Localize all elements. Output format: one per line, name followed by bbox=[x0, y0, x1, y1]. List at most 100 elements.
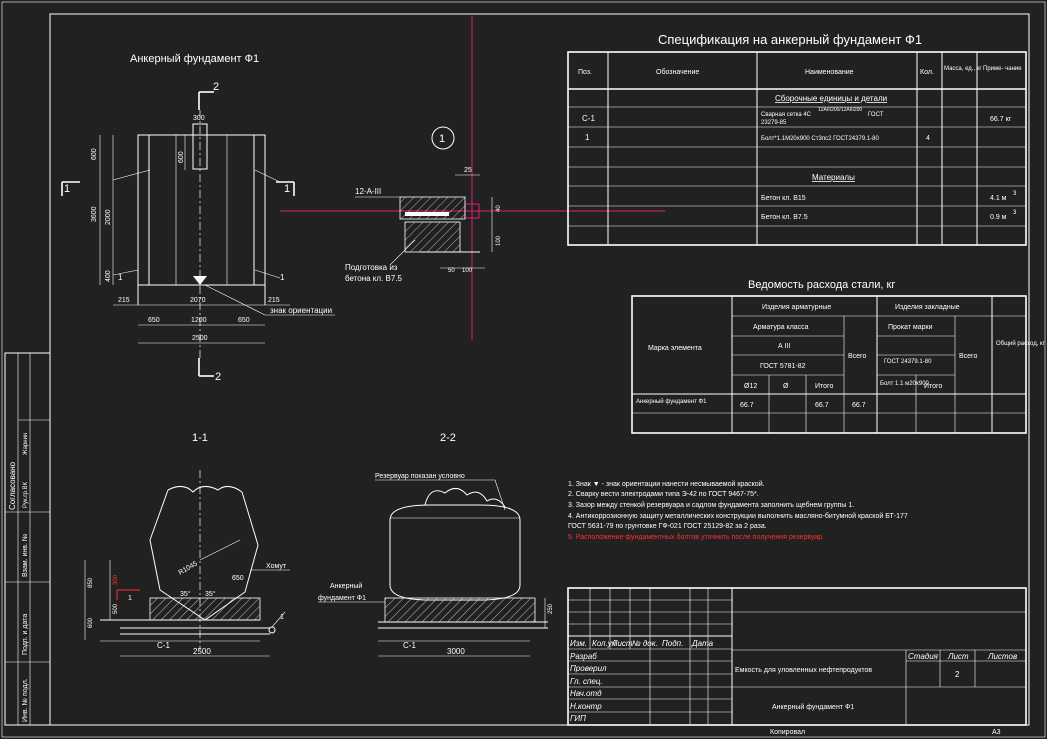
plan-view: 2 2 1 1 1 1 600 2000 bbox=[61, 81, 335, 383]
section-2: Резервуар показан условно Анкерный фунда… bbox=[318, 473, 554, 657]
cad-crosshair[interactable] bbox=[280, 14, 665, 340]
svg-text:215: 215 bbox=[118, 297, 130, 304]
svg-text:1. Знак ▼ - знак ориентации на: 1. Знак ▼ - знак ориентации нанести несм… bbox=[568, 480, 765, 488]
orientation-note: знак ориентации bbox=[270, 306, 332, 315]
svg-text:фундамент Ф1: фундамент Ф1 bbox=[318, 595, 366, 602]
plan-callout-1a: 1 bbox=[118, 273, 123, 282]
svg-text:100: 100 bbox=[462, 268, 473, 274]
section-1-label: 1-1 bbox=[192, 432, 208, 444]
svg-text:35°: 35° bbox=[205, 590, 216, 598]
svg-text:300: 300 bbox=[113, 574, 119, 585]
svg-text:400: 400 bbox=[105, 270, 112, 282]
svg-text:3600: 3600 bbox=[91, 206, 98, 222]
steel-table: Марка элемента Изделия арматурные Издели… bbox=[631, 295, 1046, 434]
svg-text:Резервуар показан условно: Резервуар показан условно bbox=[375, 473, 465, 480]
svg-text:215: 215 bbox=[268, 297, 280, 304]
svg-text:Жарнин: Жарнин bbox=[23, 433, 29, 455]
svg-text:650: 650 bbox=[238, 317, 250, 324]
svg-text:Лист: Лист bbox=[947, 652, 969, 661]
svg-text:1: 1 bbox=[280, 614, 284, 621]
section-mark-bottom: 2 bbox=[215, 371, 221, 383]
svg-text:Ø12: Ø12 bbox=[744, 383, 757, 390]
svg-text:Подп. и дата: Подп. и дата bbox=[22, 614, 29, 655]
svg-text:1200: 1200 bbox=[191, 317, 207, 324]
svg-text:Общий расход, кг: Общий расход, кг bbox=[996, 340, 1046, 347]
svg-text:Поз.: Поз. bbox=[578, 69, 592, 76]
section-2-label: 2-2 bbox=[440, 432, 456, 444]
svg-text:12AIII200/12AIII200: 12AIII200/12AIII200 bbox=[818, 107, 862, 113]
svg-text:Изделия арматурные: Изделия арматурные bbox=[762, 304, 831, 311]
svg-text:Изделия закладные: Изделия закладные bbox=[895, 304, 960, 311]
svg-text:Анкерный: Анкерный bbox=[330, 582, 362, 590]
svg-text:ГОСТ: ГОСТ bbox=[868, 112, 884, 118]
svg-text:66.7: 66.7 bbox=[740, 402, 754, 409]
svg-text:3: 3 bbox=[1013, 191, 1017, 197]
svg-text:1: 1 bbox=[128, 595, 132, 602]
svg-text:Копировал: Копировал bbox=[770, 729, 805, 736]
svg-text:Анкерный фундамент Ф1: Анкерный фундамент Ф1 bbox=[772, 703, 854, 711]
svg-text:2500: 2500 bbox=[193, 647, 211, 656]
title-block: Изм. Кол.уч Лист № док. Подп. Дата Разра… bbox=[567, 587, 1027, 736]
svg-text:Бетон кл. В15: Бетон кл. В15 bbox=[761, 195, 806, 202]
svg-text:4.1 м: 4.1 м bbox=[990, 195, 1007, 202]
svg-text:№ док.: № док. bbox=[632, 639, 658, 648]
drawing-title: Анкерный фундамент Ф1 bbox=[130, 53, 259, 65]
svg-text:650: 650 bbox=[232, 575, 244, 582]
svg-text:Сборочные единицы и детали: Сборочные единицы и детали bbox=[775, 94, 887, 103]
plan-callout-1b: 1 bbox=[280, 273, 285, 282]
svg-text:Арматура класса: Арматура класса bbox=[753, 324, 809, 331]
side-stamp: Согласовано Рук.гр.ВК Жарнин Взам. инв. … bbox=[4, 352, 51, 726]
svg-text:Подп.: Подп. bbox=[662, 639, 683, 648]
svg-text:ГОСТ 5631-79 по грунтовке ГФ-0: ГОСТ 5631-79 по грунтовке ГФ-021 ГОСТ 25… bbox=[568, 523, 767, 530]
svg-text:Марка элемента: Марка элемента bbox=[648, 345, 702, 352]
svg-text:300: 300 bbox=[193, 115, 205, 122]
svg-text:35°: 35° bbox=[180, 590, 191, 598]
svg-text:2500: 2500 bbox=[192, 335, 208, 342]
svg-text:Обозначение: Обозначение bbox=[656, 68, 699, 76]
svg-text:Н.контр: Н.контр bbox=[570, 702, 602, 711]
svg-text:Нач.отд: Нач.отд bbox=[570, 689, 602, 698]
svg-text:500: 500 bbox=[113, 603, 119, 614]
steel-title: Ведомость расхода стали, кг bbox=[748, 279, 895, 291]
svg-text:12-А-III: 12-А-III bbox=[355, 187, 381, 196]
svg-text:Лист: Лист bbox=[611, 639, 633, 648]
svg-text:5. Расположение фундаментных б: 5. Расположение фундаментных болтов уточ… bbox=[568, 533, 824, 541]
svg-text:С-1: С-1 bbox=[582, 114, 595, 123]
svg-text:Изм.: Изм. bbox=[570, 639, 587, 648]
section-1: R1045 35° 35° 650 Хомут 850 300 500 600 … bbox=[84, 470, 290, 657]
svg-text:1: 1 bbox=[585, 133, 590, 142]
svg-text:Гл. спец.: Гл. спец. bbox=[570, 677, 603, 686]
svg-text:66.7: 66.7 bbox=[815, 402, 829, 409]
svg-text:А3: А3 bbox=[992, 729, 1001, 736]
svg-text:Взам. инв. №: Взам. инв. № bbox=[22, 534, 29, 577]
svg-text:Инв. № подл.: Инв. № подл. bbox=[22, 678, 29, 722]
svg-text:100: 100 bbox=[496, 235, 502, 246]
svg-text:Итого: Итого bbox=[924, 383, 942, 390]
notes: 1. Знак ▼ - знак ориентации нанести несм… bbox=[568, 480, 908, 541]
svg-text:25: 25 bbox=[464, 167, 472, 174]
svg-text:2070: 2070 bbox=[190, 297, 206, 304]
svg-text:Емкость для уловленных нефтепр: Емкость для уловленных нефтепродуктов bbox=[735, 667, 872, 674]
svg-text:Листов: Листов bbox=[987, 652, 1017, 661]
section-mark-top: 2 bbox=[213, 81, 219, 93]
svg-text:Масса, ед., кг: Масса, ед., кг bbox=[944, 66, 982, 72]
svg-text:Стадия: Стадия bbox=[908, 652, 939, 661]
spec-title: Спецификация на анкерный фундамент Ф1 bbox=[658, 32, 922, 47]
svg-text:600: 600 bbox=[91, 148, 98, 160]
svg-text:50: 50 bbox=[448, 268, 455, 274]
node-callout: 1 bbox=[439, 133, 445, 145]
svg-text:Проверил: Проверил bbox=[570, 664, 607, 673]
svg-text:Наименование: Наименование bbox=[805, 69, 854, 76]
svg-text:Анкерный фундамент Ф1: Анкерный фундамент Ф1 bbox=[636, 398, 707, 405]
svg-text:Итого: Итого bbox=[815, 383, 833, 390]
svg-text:600: 600 bbox=[178, 151, 185, 163]
svg-text:3000: 3000 bbox=[447, 647, 465, 656]
svg-text:Всего: Всего bbox=[848, 353, 866, 360]
svg-text:2. Сварку вести электродами ти: 2. Сварку вести электродами типа Э-42 по… bbox=[568, 491, 759, 498]
svg-text:Подготовка из: Подготовка из bbox=[345, 263, 398, 272]
svg-text:40: 40 bbox=[496, 205, 502, 212]
svg-text:Болт*1.1М20х900 Ст3пс2 ГОСТ243: Болт*1.1М20х900 Ст3пс2 ГОСТ24379.1-80 bbox=[761, 136, 879, 142]
svg-text:Приме- чание: Приме- чание bbox=[983, 66, 1022, 72]
